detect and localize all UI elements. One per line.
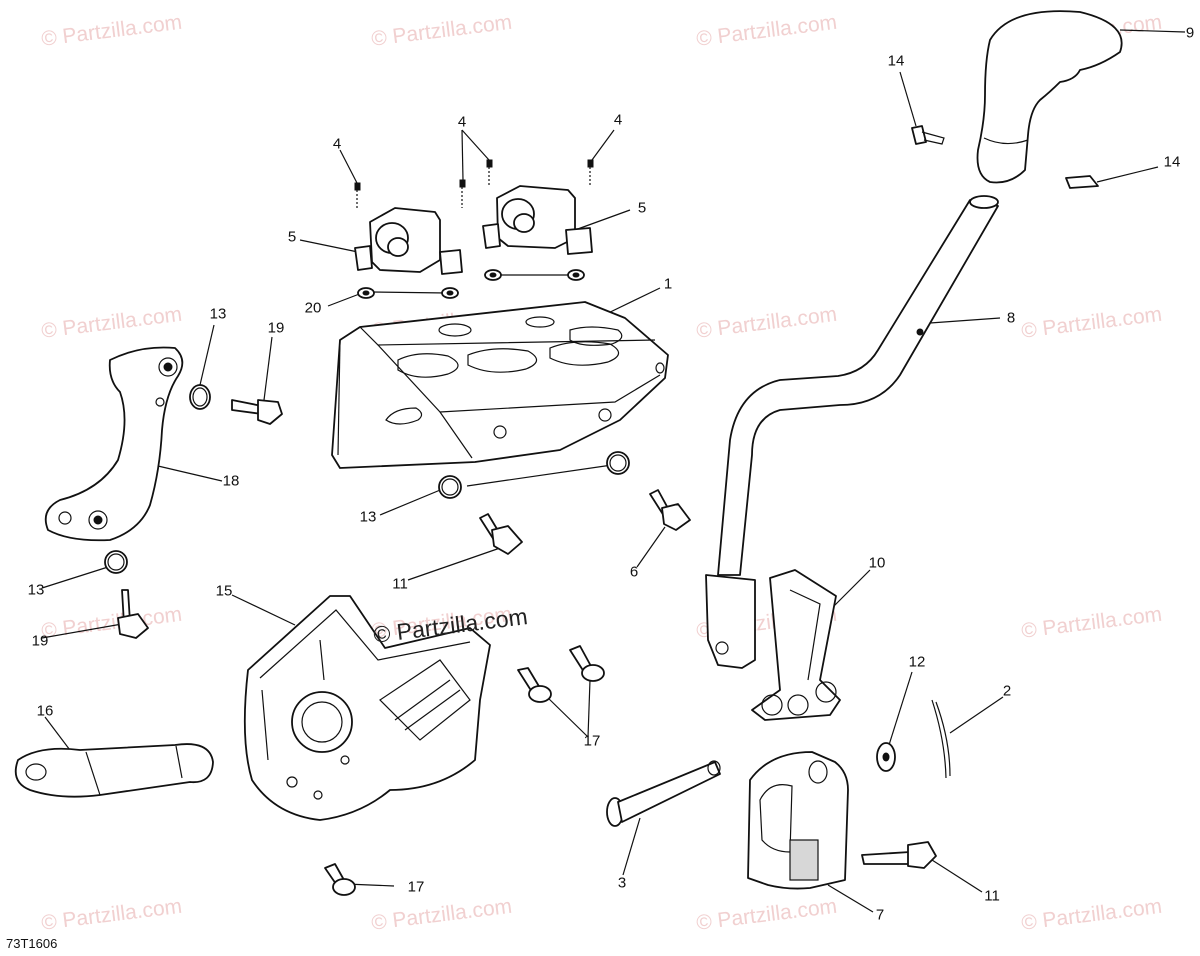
callout-17b: 17 [407,878,425,896]
leader-lines [41,29,1186,913]
callout-17a: 17 [583,732,601,750]
shift-lever [705,195,999,669]
screws-17 [324,645,605,896]
washer-pin [876,699,951,779]
callout-13c: 13 [27,581,45,599]
callout-8: 8 [1006,309,1016,327]
callout-2: 2 [1002,682,1012,700]
callout-11a: 11 [392,575,408,593]
callout-19b: 19 [31,632,49,650]
callout-16: 16 [36,702,54,720]
callout-5b: 5 [637,199,647,217]
callout-1: 1 [663,275,673,293]
callout-10: 10 [868,554,886,572]
pivot-block-right [482,185,593,255]
support-plate [44,346,184,542]
callout-14a: 14 [887,52,905,70]
callout-5a: 5 [287,228,297,246]
shift-knob [976,10,1123,184]
callout-15: 15 [215,582,233,600]
callout-4a: 4 [332,135,342,153]
bolts [117,399,937,869]
arm-link [14,743,214,798]
bracket-part [331,301,669,469]
washers-13 [104,384,630,574]
callout-11b: 11 [984,887,1000,905]
callout-4c: 4 [613,111,623,129]
callout-6: 6 [629,563,639,581]
callout-13b: 13 [359,508,377,526]
link-bracket [751,569,841,721]
callout-3: 3 [617,874,627,892]
pivot-block-left [354,207,463,275]
clevis-pin [606,760,721,827]
callout-20: 20 [304,299,322,317]
callout-9: 9 [1185,24,1195,42]
callout-18: 18 [222,472,240,490]
diagram-code: 73T1606 [6,936,58,951]
callout-7: 7 [875,906,885,924]
screws-4 [354,159,594,210]
callout-4b: 4 [457,113,467,131]
callout-13a: 13 [209,305,227,323]
yoke-part [747,751,849,890]
nuts-20 [357,269,585,299]
callout-19a: 19 [267,319,285,337]
callout-12: 12 [908,653,926,671]
callout-14b: 14 [1163,153,1181,171]
guard-plate [243,595,491,821]
screws-14 [911,125,1099,189]
